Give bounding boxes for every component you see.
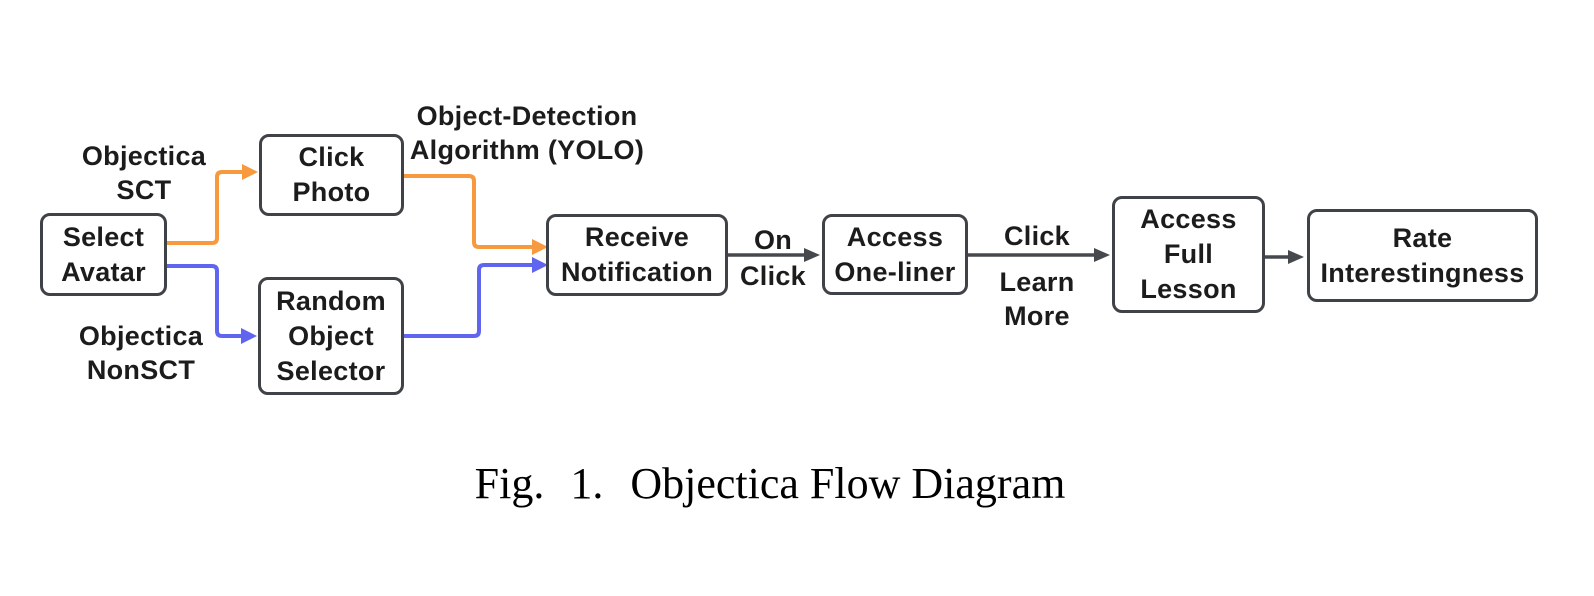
node-select-avatar: Select Avatar <box>40 213 167 296</box>
node-random-object-selector-line: Random <box>276 285 386 316</box>
edge-label-objectica-sct-line: SCT <box>116 175 172 205</box>
node-select-avatar-line: Avatar <box>61 256 146 287</box>
node-select-avatar-line: Select <box>62 221 145 252</box>
node-click-photo: Click Photo <box>259 134 404 216</box>
edge-sct-clickphoto-to-receive <box>404 174 533 249</box>
node-access-full-lesson-line: Full <box>1163 239 1214 269</box>
node-access-one-liner-line: Access <box>846 221 944 252</box>
node-click-photo-line: Click <box>298 142 365 172</box>
edge-rate-arrowhead <box>1288 250 1304 264</box>
node-receive-notification-line: Notification <box>560 257 714 287</box>
node-access-one-liner-line: One-liner <box>834 256 956 287</box>
figure-caption-title: Objectica Flow Diagram <box>630 459 1066 508</box>
node-click-photo-line: Photo <box>292 177 371 207</box>
node-access-one-liner: Access One-liner <box>822 214 968 295</box>
edge-sct-select-to-clickphoto <box>167 170 243 245</box>
node-rate-interestingness-line: Interestingness <box>1320 257 1525 288</box>
edge-learnmore-arrowhead <box>1094 248 1110 262</box>
figure-caption-number: Fig. 1. <box>474 459 604 508</box>
node-receive-notification: Receive Notification <box>546 214 728 296</box>
node-random-object-selector-line: Selector <box>276 355 386 386</box>
node-random-object-selector: Random Object Selector <box>258 277 404 395</box>
edge-sct-arrowhead-2 <box>532 239 548 255</box>
node-access-full-lesson-line: Lesson <box>1140 274 1237 304</box>
node-rate-interestingness: Rate Interestingness <box>1307 209 1538 302</box>
edge-label-objectica-sct: Objectica SCT <box>59 139 229 207</box>
node-receive-notification-line: Receive <box>584 222 690 252</box>
node-random-object-selector-line: Object <box>288 320 374 351</box>
edge-label-object-detection-yolo-line: Object-Detection <box>416 101 638 131</box>
edge-label-object-detection-yolo: Object-Detection Algorithm (YOLO) <box>392 99 662 167</box>
edge-label-on-click-line: On <box>753 225 793 255</box>
edge-label-object-detection-yolo-line: Algorithm (YOLO) <box>409 135 645 165</box>
edge-label-on-click: On Click <box>723 222 823 294</box>
edge-onclick-arrowhead <box>804 248 820 262</box>
edge-nonsct-arrowhead-2 <box>532 257 548 273</box>
node-access-full-lesson: Access Full Lesson <box>1112 196 1265 313</box>
edge-nonsct-select-to-random <box>167 264 242 338</box>
edge-label-click-learn-more: Click Learn More <box>972 219 1102 333</box>
edge-nonsct-arrowhead-1 <box>241 328 257 344</box>
node-access-full-lesson-line: Access <box>1140 204 1237 234</box>
edge-label-objectica-nonsct-line: Objectica <box>78 321 204 351</box>
edge-label-objectica-nonsct: Objectica NonSCT <box>56 319 226 387</box>
edge-nonsct-random-to-receive <box>404 263 533 338</box>
figure-caption: Fig. 1. Objectica Flow Diagram <box>0 458 1540 509</box>
node-rate-interestingness-line: Rate <box>1392 222 1453 253</box>
edge-label-click-learn-more-line: Click <box>1003 221 1071 251</box>
edge-label-click-learn-more-line: Learn <box>999 267 1075 297</box>
edge-label-objectica-nonsct-line: NonSCT <box>86 355 196 385</box>
edge-label-on-click-line: Click <box>739 261 807 291</box>
edge-sct-arrowhead-1 <box>242 164 258 180</box>
edge-label-objectica-sct-line: Objectica <box>81 141 207 171</box>
edge-label-click-learn-more-line: More <box>1004 301 1070 331</box>
